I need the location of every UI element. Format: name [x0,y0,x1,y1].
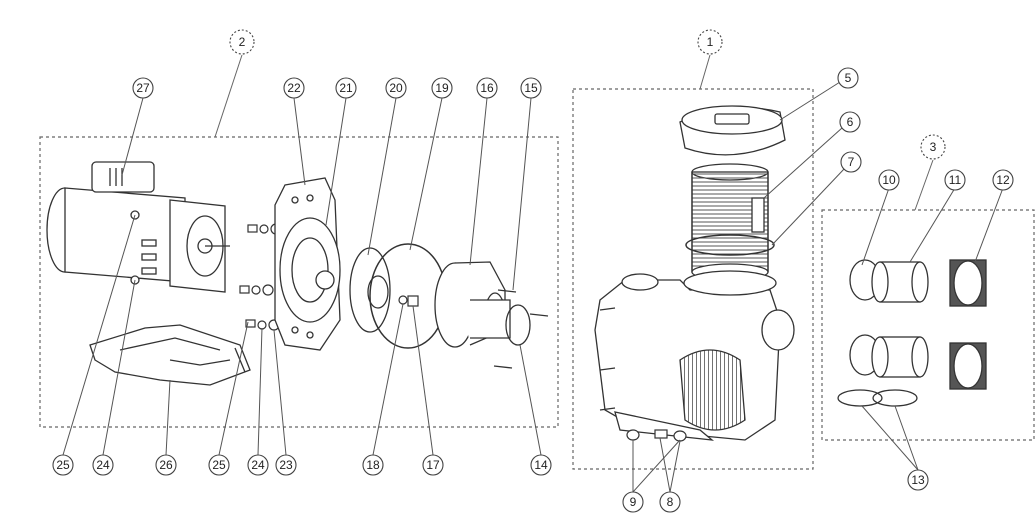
strainer-basket [691,163,769,281]
callout-24-left: 24 [96,458,110,472]
lid-o-ring [685,234,775,256]
callout-22: 22 [287,81,301,95]
callout-bubbles [52,29,1014,513]
callout-5: 5 [845,71,852,85]
callout-18: 18 [366,458,380,472]
motor-assembly [46,161,230,293]
callout-17: 17 [426,458,440,472]
callout-11: 11 [949,173,962,187]
callout-27: 27 [136,81,150,95]
callout-13: 13 [911,473,925,487]
callout-14: 14 [534,458,548,472]
callout-24-right: 24 [251,458,265,472]
diffuser [434,261,511,348]
callout-25-left: 25 [56,458,70,472]
callout-labels: 2 1 3 27 22 21 20 19 16 15 5 6 7 10 11 1… [56,35,1010,509]
callout-9: 9 [630,495,637,509]
callout-1: 1 [707,35,714,49]
screw-and-nut [398,295,419,307]
callout-25-right: 25 [212,458,226,472]
pins-and-ring [493,289,549,369]
callout-15: 15 [524,81,538,95]
callout-8: 8 [667,495,674,509]
callout-21: 21 [339,81,353,95]
callout-16: 16 [480,81,494,95]
group-1-box [572,88,814,470]
pump-housing [594,270,795,441]
callout-26: 26 [159,458,173,472]
group-3-box [821,209,1035,441]
union-fittings [837,259,987,407]
drain-plugs [626,429,687,442]
base-mount [89,324,251,386]
leader-lines [62,81,1004,493]
callout-3: 3 [930,140,937,154]
callout-20: 20 [389,81,403,95]
callout-6: 6 [847,115,854,129]
callout-2: 2 [239,35,246,49]
callout-23: 23 [279,458,293,472]
callout-12: 12 [996,173,1010,187]
seal-plate [274,177,341,351]
callout-19: 19 [435,81,449,95]
callout-10: 10 [882,173,896,187]
strainer-lid [679,105,786,156]
callout-7: 7 [848,155,855,169]
